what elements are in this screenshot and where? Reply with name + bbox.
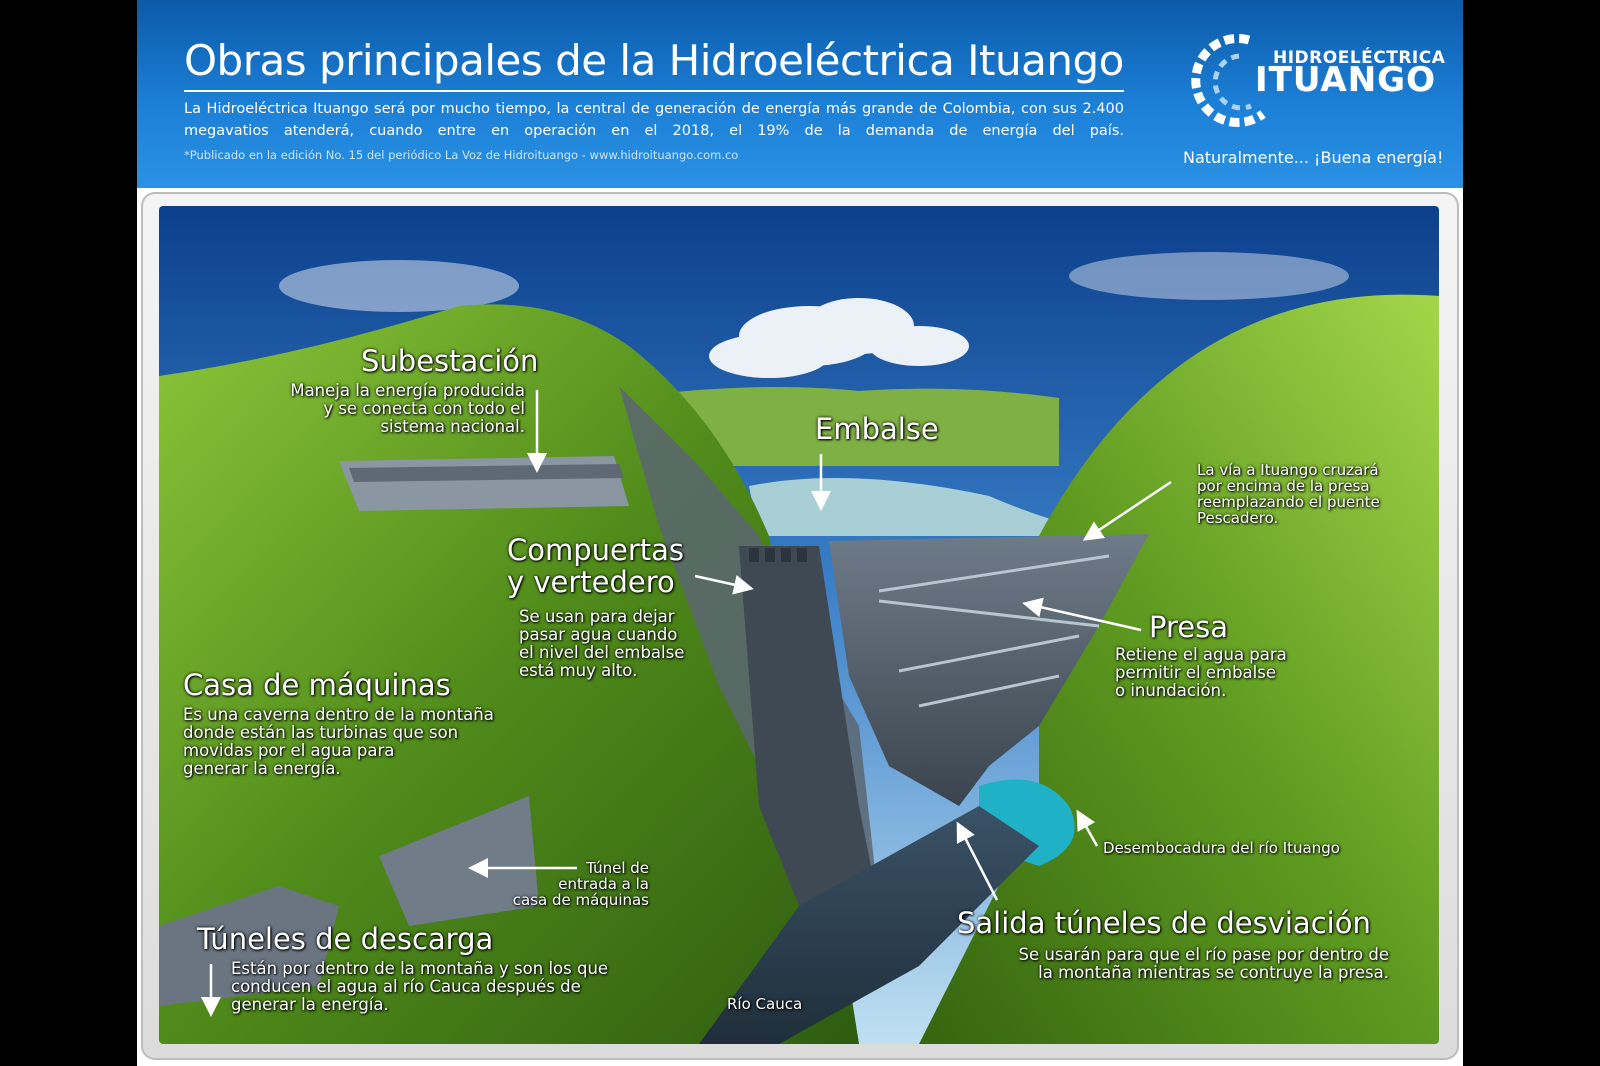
- clouds: [279, 252, 1349, 378]
- arrow-desembocadura: [1076, 809, 1099, 847]
- annotation-arrows: [201, 390, 1172, 1017]
- gate-blocks: [749, 548, 807, 562]
- publication-credit: *Publicado en la edición No. 15 del peri…: [184, 148, 739, 162]
- label-tunel-entrada: Túnel de entrada a la casa de máquinas: [512, 859, 649, 909]
- header-banner: Obras principales de la Hidroeléctrica I…: [137, 0, 1463, 188]
- intro-paragraph: La Hidroeléctrica Ituango será por mucho…: [184, 101, 1124, 139]
- label-embalse-title: Embalse: [815, 412, 939, 446]
- dam-wall: [829, 534, 1149, 806]
- dam-scene-drawing: [159, 206, 1439, 1044]
- slogan: Naturalmente... ¡Buena energía!: [1183, 148, 1444, 167]
- arrow-desviacion: [956, 821, 999, 901]
- arrow-via: [1082, 480, 1172, 541]
- illustration-frame: Subestación Maneja la energía producida …: [141, 192, 1459, 1060]
- label-compuertas-title: Compuertas y vertedero: [507, 533, 685, 599]
- ituango-logo: HIDROELÉCTRICA ITUANGO: [1177, 22, 1445, 142]
- arrow-presa: [1022, 597, 1142, 632]
- page-title: Obras principales de la Hidroeléctrica I…: [184, 36, 1124, 85]
- label-casa-desc: Es una caverna dentro de la montaña dond…: [183, 705, 494, 778]
- reservoir-water: [749, 478, 1119, 536]
- label-desembocadura: Desembocadura del río Ituango: [1103, 839, 1340, 857]
- dam-road-lines: [878, 554, 1110, 708]
- label-rio-cauca: Río Cauca: [727, 995, 803, 1013]
- dam-illustration: Subestación Maneja la energía producida …: [159, 206, 1439, 1044]
- label-desviacion-title: Salida túneles de desviación: [957, 906, 1371, 940]
- label-via-desc: La vía a Ituango cruzará por encima de l…: [1197, 461, 1380, 527]
- logo-text-ituango: ITUANGO: [1255, 60, 1436, 100]
- powerhouse-entrance-block: [379, 796, 539, 926]
- substation-roof: [349, 464, 624, 482]
- label-compuertas-desc: Se usan para dejar pasar agua cuando el …: [519, 607, 685, 680]
- turbine-swirl-icon: [1191, 33, 1266, 127]
- far-hills: [639, 387, 1059, 466]
- label-subestacion-title: Subestación: [361, 344, 539, 378]
- label-presa-title: Presa: [1149, 610, 1228, 644]
- label-casa-title: Casa de máquinas: [183, 668, 451, 702]
- arrow-compuertas: [694, 574, 754, 595]
- logo-text-hidroelectrica: HIDROELÉCTRICA: [1273, 48, 1446, 68]
- spillway-gates: [739, 546, 879, 906]
- label-presa-desc: Retiene el agua para permitir el embalse…: [1115, 645, 1287, 700]
- label-descarga-title: Túneles de descarga: [197, 922, 494, 956]
- discharge-tunnels-outlet: [159, 886, 339, 1006]
- cauca-river: [699, 806, 1039, 1044]
- label-desviacion-desc: Se usarán para que el río pase por dentr…: [1018, 945, 1390, 982]
- label-subestacion-desc: Maneja la energía producida y se conecta…: [290, 381, 525, 436]
- title-underline: [184, 90, 1124, 92]
- poster: Obras principales de la Hidroeléctrica I…: [137, 0, 1463, 1066]
- label-descarga-desc: Están por dentro de la montaña y son los…: [231, 959, 609, 1014]
